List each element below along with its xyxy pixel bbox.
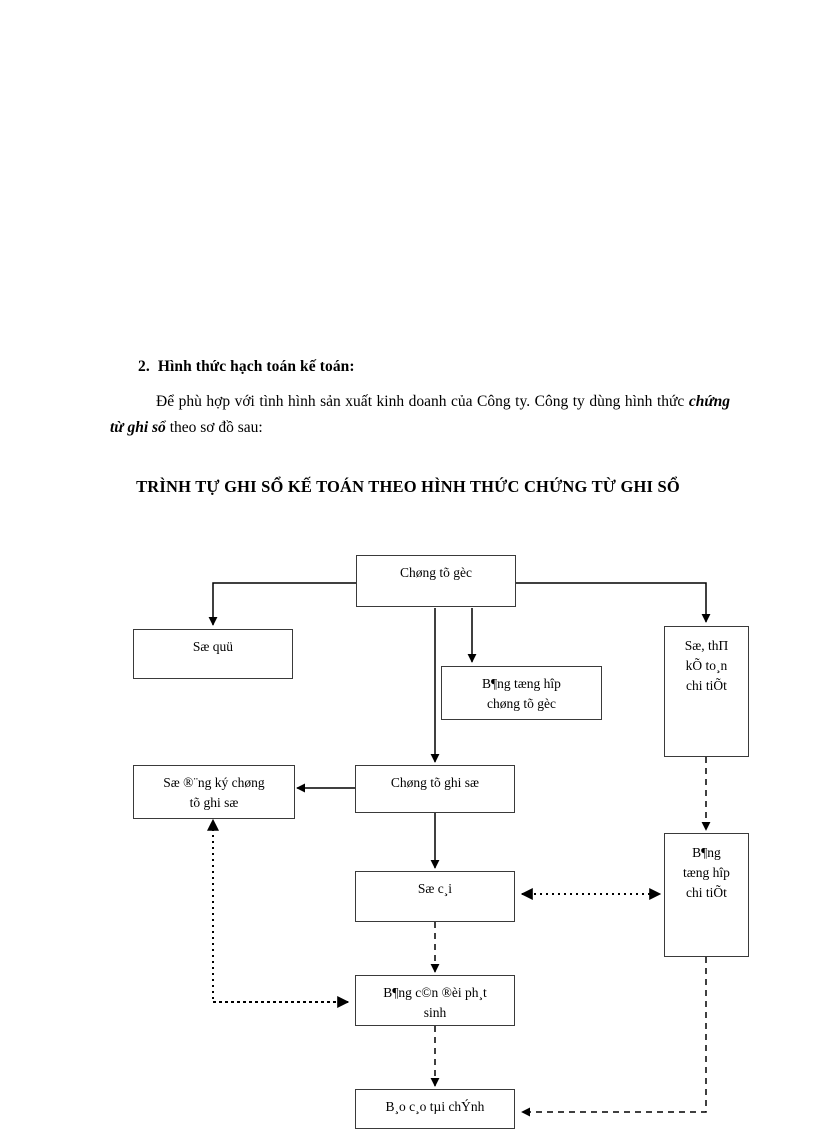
node-so-cai-label: Sæ c¸i	[417, 881, 453, 896]
paragraph-emphasis: chứng từ ghi sổ	[110, 393, 730, 436]
node-bang-tong-hop-chung-tu-goc-label: B¶ng tæng hîp chøng tõ gèc	[482, 676, 561, 711]
node-bao-cao-tai-chinh[interactable]: B¸o c¸o tµi chÝnh	[355, 1089, 515, 1129]
node-bang-can-doi-phat-sinh[interactable]: B¶ng c©n ®èi ph¸t sinh	[355, 975, 515, 1026]
edge-goc-to-sothe	[516, 582, 711, 623]
node-so-dang-ky-chung-tu-ghi-so-label: Sæ ®¨ng ký chøng tõ ghi sæ	[163, 775, 265, 810]
node-bang-tong-hop-chi-tiet-label: B¶ng tæng hîp chi tiÕt	[683, 845, 730, 900]
intro-paragraph: Để phù hợp với tình hình sản xuất kinh d…	[110, 389, 730, 441]
node-so-the-ke-toan-chi-tiet-label: Sæ, thΠ kÕ to¸n chi tiÕt	[684, 638, 729, 693]
node-chung-tu-ghi-so[interactable]: Chøng tõ ghi sæ	[355, 765, 515, 813]
node-chung-tu-goc-label: Chøng tõ gèc	[400, 565, 472, 580]
node-so-cai[interactable]: Sæ c¸i	[355, 871, 515, 922]
edge-bangchitiet-to-baocao	[521, 957, 707, 1117]
node-bang-tong-hop-chi-tiet[interactable]: B¶ng tæng hîp chi tiÕt	[664, 833, 749, 957]
document-text-block: 2. Hình thức hạch toán kế toán: Để phù hợ…	[110, 358, 730, 441]
node-so-quy[interactable]: Sæ quü	[133, 629, 293, 679]
node-bang-can-doi-phat-sinh-label: B¶ng c©n ®èi ph¸t sinh	[383, 985, 487, 1020]
edge-candoi-to-dangky	[207, 818, 348, 1003]
node-so-the-ke-toan-chi-tiet[interactable]: Sæ, thΠ kÕ to¸n chi tiÕt	[664, 626, 749, 757]
node-so-quy-label: Sæ quü	[192, 639, 234, 654]
edge-goc-to-soquy	[208, 582, 356, 626]
node-so-dang-ky-chung-tu-ghi-so[interactable]: Sæ ®¨ng ký chøng tõ ghi sæ	[133, 765, 295, 819]
node-bao-cao-tai-chinh-label: B¸o c¸o tµi chÝnh	[385, 1099, 485, 1114]
paragraph-part-2: theo sơ đồ sau:	[165, 419, 263, 436]
node-bang-tong-hop-chung-tu-goc[interactable]: B¶ng tæng hîp chøng tõ gèc	[441, 666, 602, 720]
section-heading-text: Hình thức hạch toán kế toán:	[157, 358, 355, 375]
paragraph-part-1: Để phù hợp với tình hình sản xuất kinh d…	[156, 393, 689, 410]
diagram-title: TRÌNH TỰ GHI SỔ KẾ TOÁN THEO HÌNH THỨC C…	[136, 477, 680, 496]
node-chung-tu-ghi-so-label: Chøng tõ ghi sæ	[390, 775, 480, 790]
section-number: 2.	[138, 358, 150, 375]
section-heading: 2. Hình thức hạch toán kế toán:	[138, 358, 730, 376]
node-chung-tu-goc[interactable]: Chøng tõ gèc	[356, 555, 516, 607]
